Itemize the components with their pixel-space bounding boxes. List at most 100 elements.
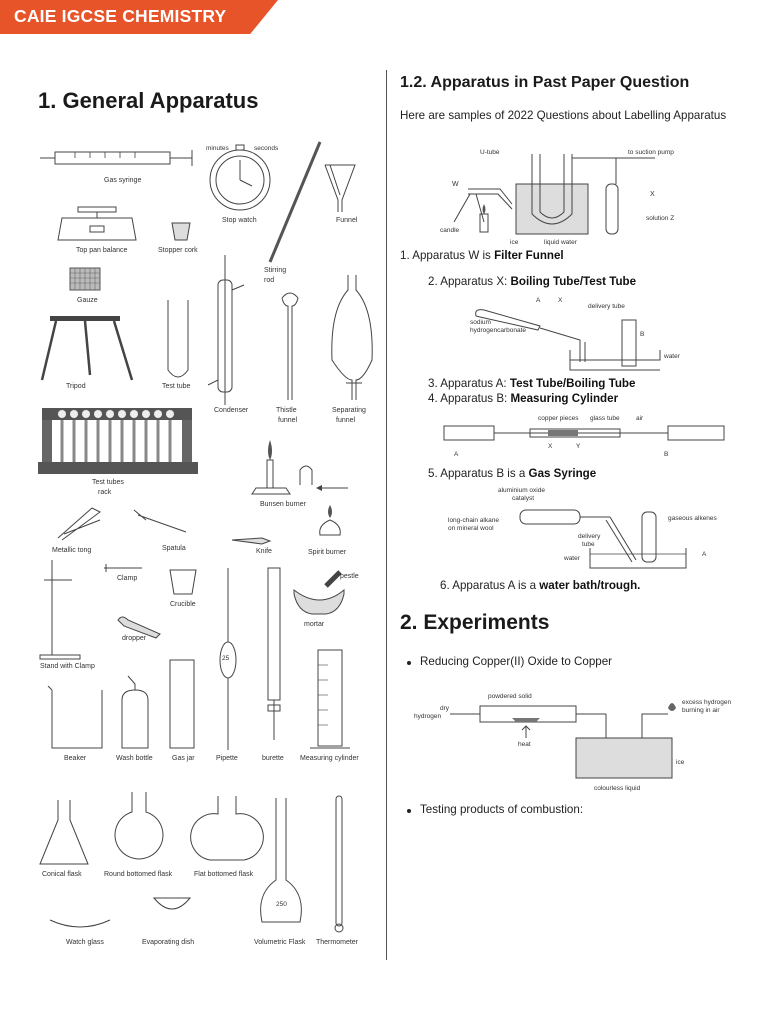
bullet-dot-2 <box>407 809 411 813</box>
label-conical-flask: Conical flask <box>42 871 82 878</box>
label-watch-glass: Watch glass <box>66 939 104 946</box>
label-stand-with-clamp: Stand with Clamp <box>40 663 95 670</box>
q2-text: 2. Apparatus X: Boiling Tube/Test Tube <box>428 275 637 288</box>
d1-label-to-suction-pump: to suction pump <box>628 149 674 156</box>
label-crucible: Crucible <box>170 601 196 608</box>
label-knife: Knife <box>256 548 272 555</box>
d4-label-catalyst-2: catalyst <box>512 495 534 502</box>
label-thistle-funnel-2: funnel <box>278 417 298 424</box>
diagram-5-reducing-copper: powdered solid dry hydrogen heat excess … <box>414 693 732 792</box>
d4-label-alkane-2: on mineral wool <box>448 525 494 532</box>
diagram-4-water-bath: aluminium oxide catalyst long-chain alka… <box>448 487 718 569</box>
label-round-bottomed-flask: Round bottomed flask <box>104 871 173 878</box>
d4-label-water: water <box>563 555 581 562</box>
label-flat-bottomed-flask: Flat bottomed flask <box>194 871 254 878</box>
d3-label-y: Y <box>576 443 581 450</box>
bullet-testing-products: Testing products of combustion: <box>420 803 584 816</box>
label-bunsen-burner: Bunsen burner <box>260 501 307 508</box>
gas-syringe-drawing <box>40 150 193 166</box>
label-test-tubes-2: rack <box>98 489 112 496</box>
d5-label-dry: dry <box>440 705 450 712</box>
label-stirring-rod-1: Stirring <box>264 267 286 274</box>
past-paper-section-title: 1.2. Apparatus in Past Paper Question <box>400 74 690 91</box>
label-gas-syringe: Gas syringe <box>104 177 141 184</box>
label-stopper-cork: Stopper cork <box>158 247 198 254</box>
label-test-tubes-1: Test tubes <box>92 479 124 486</box>
label-minutes: minutes <box>206 145 230 152</box>
experiments-title: 2. Experiments <box>400 611 550 634</box>
d4-label-delivery-2: tube <box>582 541 595 548</box>
d2-label-x: X <box>558 297 563 304</box>
label-volumetric-flask: Volumetric Flask <box>254 939 306 946</box>
label-gas-jar: Gas jar <box>172 755 195 762</box>
d2-label-delivery-tube: delivery tube <box>588 303 625 310</box>
q5-text: 5. Apparatus B is a Gas Syringe <box>428 467 597 480</box>
d1-label-solution-z: solution Z <box>646 215 674 222</box>
q6-text: 6. Apparatus A is a water bath/trough. <box>440 579 641 592</box>
d4-label-a: A <box>702 551 707 558</box>
diagram-3-gas-syringe: copper pieces glass tube air A X Y B <box>443 415 725 458</box>
q1-text: 1. Apparatus W is Filter Funnel <box>400 249 564 262</box>
label-stirring-rod-2: rod <box>264 277 274 284</box>
q4-text: 4. Apparatus B: Measuring Cylinder <box>428 392 619 405</box>
label-evaporating-dish: Evaporating dish <box>142 939 194 946</box>
q3-text: 3. Apparatus A: Test Tube/Boiling Tube <box>428 377 636 390</box>
d2-label-water: water <box>663 353 681 360</box>
d1-label-candle: candle <box>440 227 460 234</box>
label-beaker: Beaker <box>64 755 87 762</box>
stop-watch-drawing <box>209 144 271 211</box>
d1-label-liquid-water: liquid water <box>544 239 578 246</box>
d4-label-delivery-1: delivery <box>578 533 601 540</box>
svg-text:25: 25 <box>222 655 230 662</box>
label-spirit-burner: Spirit burner <box>308 549 347 556</box>
d4-label-gaseous-alkenes: gaseous alkenes <box>668 515 718 522</box>
balance-drawing <box>57 206 137 241</box>
label-condenser: Condenser <box>214 407 249 414</box>
d4-label-alkane-1: long-chain alkane <box>448 517 499 524</box>
d5-label-ice: ice <box>676 759 685 766</box>
d2-label-sodium-2: hydrogencarbonate <box>470 327 526 334</box>
d1-label-x: X <box>650 191 655 198</box>
label-clamp: Clamp <box>117 575 137 582</box>
label-seconds: seconds <box>254 145 279 152</box>
d2-label-b: B <box>640 331 644 338</box>
label-stop-watch: Stop watch <box>222 217 257 224</box>
label-measuring-cylinder: Measuring cylinder <box>300 755 359 762</box>
bullet-reducing-copper: Reducing Copper(II) Oxide to Copper <box>420 655 613 668</box>
diagram-1-filter-funnel: U-tube to suction pump W X candle soluti… <box>440 149 674 246</box>
gauze-drawing <box>69 267 101 291</box>
general-apparatus-illustration: Gas syringe minutes seconds Stop watch S… <box>38 141 373 946</box>
d5-label-hydrogen: hydrogen <box>414 713 441 720</box>
d5-label-heat: heat <box>518 741 531 748</box>
d2-label-sodium-1: sodium <box>470 319 491 326</box>
label-burette: burette <box>262 755 284 762</box>
tripod-drawing <box>40 316 134 381</box>
d4-label-catalyst-1: aluminium oxide <box>498 487 545 494</box>
d3-label-glass-tube: glass tube <box>590 415 620 422</box>
label-wash-bottle: Wash bottle <box>116 755 153 762</box>
header-banner: CAIE IGCSE CHEMISTRY <box>0 0 278 34</box>
d1-label-w: W <box>452 181 459 188</box>
bullet-dot-1 <box>407 661 411 665</box>
banner-title: CAIE IGCSE CHEMISTRY <box>14 6 227 26</box>
diagram-2-boiling-tube: A X delivery tube sodium hydrogencarbona… <box>470 297 681 371</box>
d5-label-excess-1: excess hydrogen <box>682 699 732 706</box>
column-divider <box>386 70 387 960</box>
svg-text:250: 250 <box>276 901 287 908</box>
label-tripod: Tripod <box>66 383 86 390</box>
d5-label-powdered-solid: powdered solid <box>488 693 532 700</box>
label-mortar: mortar <box>304 621 325 628</box>
label-top-pan-balance: Top pan balance <box>76 247 127 254</box>
d2-label-a: A <box>536 297 541 304</box>
d5-label-excess-2: burning in air <box>682 707 720 714</box>
d1-label-u-tube: U-tube <box>480 149 500 156</box>
d3-label-air: air <box>636 415 644 422</box>
label-separating-funnel-2: funnel <box>336 417 356 424</box>
label-pipette: Pipette <box>216 755 238 762</box>
intro-text: Here are samples of 2022 Questions about… <box>400 109 727 122</box>
d5-label-colourless-liquid: colourless liquid <box>594 785 641 792</box>
label-test-tube: Test tube <box>162 383 191 390</box>
label-spatula: Spatula <box>162 545 186 552</box>
stand-with-clamp-drawing <box>39 560 81 660</box>
d3-label-x: X <box>548 443 553 450</box>
